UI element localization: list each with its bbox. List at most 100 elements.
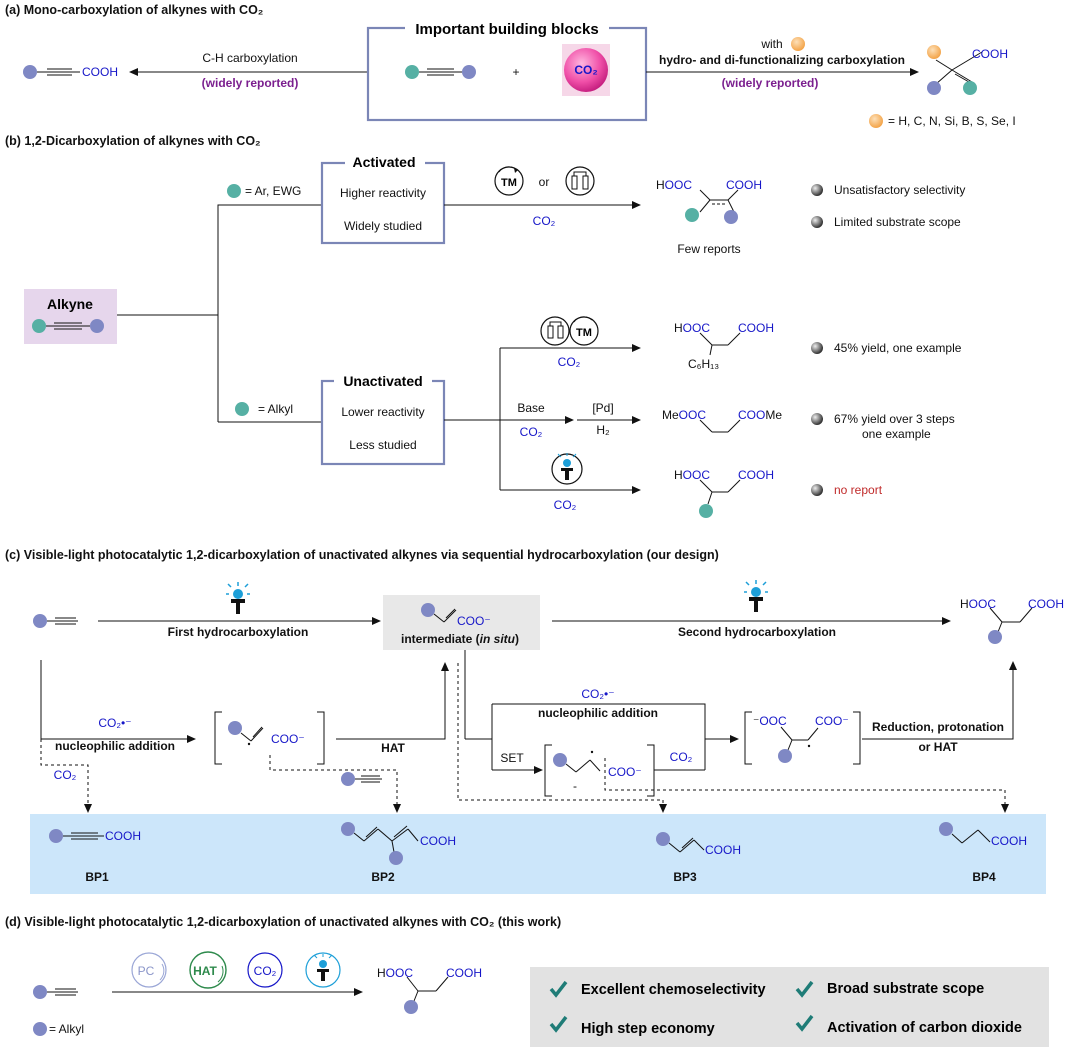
terminal-alkyne	[33, 614, 78, 628]
bp3-dashed-arrow	[457, 663, 667, 813]
co2-circle-label: CO₂	[254, 964, 277, 978]
bp1-structure: COOH	[49, 829, 141, 843]
hat-icon: HAT	[189, 951, 227, 989]
vinyl-radical-intermediate: COO⁻	[214, 711, 325, 765]
alkyne-structure	[32, 319, 104, 333]
bp1-dashed-arrow	[40, 739, 92, 813]
bp2-cooh: COOH	[420, 834, 456, 848]
pc-icon: PC	[131, 952, 167, 988]
second-light-icon	[744, 580, 768, 612]
unactivated-substituent-icon	[235, 402, 249, 416]
bp4-cooh: COOH	[991, 834, 1027, 848]
hexyl-label: C₆H₁₃	[688, 357, 719, 371]
section-a-title: (a) Mono-carboxylation of alkynes with C…	[5, 3, 263, 17]
first-hydrocarboxylation-label: First hydrocarboxylation	[168, 625, 309, 639]
pd-label: [Pd]	[592, 401, 613, 415]
hat-icon-label: HAT	[193, 964, 217, 978]
check-icon	[795, 980, 814, 998]
few-reports: Few reports	[677, 242, 740, 256]
nucleophilic-addition-label-1: nucleophilic addition	[55, 739, 175, 753]
dianion-ooc: ⁻OOC	[753, 714, 787, 728]
route-3-result: no report	[834, 483, 883, 497]
activated-title: Activated	[352, 154, 415, 170]
bullet-icon	[811, 216, 823, 228]
feature-4: Activation of carbon dioxide	[827, 1020, 1022, 1036]
activated-definition: = Ar, EWG	[245, 184, 301, 198]
bp4-structure: COOH	[939, 822, 1027, 848]
activated-box	[320, 161, 446, 245]
route-2-coome: COOMe	[738, 408, 782, 422]
section-b-title: (b) 1,2-Dicarboxylation of alkynes with …	[5, 134, 261, 148]
final-diacid: HOOC COOH	[960, 597, 1064, 644]
bullet-icon	[811, 184, 823, 196]
alkyl-succinic-acid: HOOC COOH	[674, 468, 774, 518]
bp2-alkyne-icon	[341, 772, 382, 786]
dimethyl-succinate: MeOOC COOMe	[662, 408, 782, 433]
feature-1: Excellent chemoselectivity	[581, 982, 766, 998]
feature-3: High step economy	[581, 1021, 715, 1037]
intermediate-box	[383, 595, 540, 650]
this-work-hooc: HOOC	[377, 966, 413, 980]
activated-bullet-1: Unsatisfactory selectivity	[834, 183, 965, 197]
functionalizing-label: hydro- and di-functionalizing carboxylat…	[659, 53, 905, 67]
route-3-cooh: COOH	[738, 468, 774, 482]
route-2-result-1: 67% yield over 3 steps	[834, 412, 955, 426]
activated-line-2: Widely studied	[344, 219, 422, 233]
route-3-co2: CO₂	[554, 498, 577, 512]
alkyl-legend-icon	[33, 1022, 47, 1036]
route-2-meooc: MeOOC	[662, 408, 706, 422]
alkyne-label: Alkyne	[47, 296, 93, 312]
route-2-result-2: one example	[862, 427, 931, 441]
hat-label: HAT	[381, 741, 405, 755]
route-1-result: 45% yield, one example	[834, 341, 962, 355]
bp1-cooh: COOH	[105, 829, 141, 843]
pc-label: PC	[138, 964, 155, 978]
activated-substituent-icon	[227, 184, 241, 198]
dianion-coo: COO⁻	[815, 714, 849, 728]
set-label: SET	[500, 751, 524, 765]
bullet-icon	[811, 484, 823, 496]
check-icon	[795, 1014, 814, 1032]
co2-sphere-icon	[564, 48, 608, 92]
section-d-title: (d) Visible-light photocatalytic 1,2-dic…	[5, 915, 561, 929]
bp2-structure: COOH	[341, 822, 456, 865]
building-blocks-title: Important building blocks	[415, 21, 598, 38]
byproducts-panel	[30, 814, 1046, 894]
acrylate-intermediate: COO⁻	[421, 603, 491, 628]
hexyl-succinic-acid: HOOC COOH C₆H₁₃	[674, 321, 774, 371]
tm-label: TM	[501, 177, 517, 189]
activated-bullet-2: Limited substrate scope	[834, 215, 961, 229]
bp1-label: BP1	[85, 870, 109, 884]
section-c-title: (c) Visible-light photocatalytic 1,2-dic…	[5, 548, 719, 562]
feature-2: Broad substrate scope	[827, 981, 984, 997]
with-label: with	[760, 37, 782, 51]
co2-radical-1: CO₂•⁻	[98, 716, 131, 730]
this-work-diacid: HOOC COOH	[377, 966, 482, 1014]
electrochemistry-icon	[565, 166, 595, 196]
ch-carboxylation-note: (widely reported)	[202, 76, 299, 90]
left-product-cooh: COOH	[82, 65, 118, 79]
activated-line-1: Higher reactivity	[340, 186, 426, 200]
route-2-co2: CO₂	[520, 425, 543, 439]
alkyl-legend: = Alkyl	[49, 1022, 84, 1036]
bp3-cooh: COOH	[705, 843, 741, 857]
plus-sign: +	[512, 65, 519, 79]
substituent-legend: = H, C, N, Si, B, S, Se, I	[888, 114, 1016, 128]
final-cooh: COOH	[1028, 597, 1064, 611]
activated-hooc: HOOC	[656, 178, 692, 192]
intermediate-coo: COO⁻	[457, 614, 491, 628]
reduction-label-1: Reduction, protonation	[872, 720, 1004, 734]
activated-cooh: COOH	[726, 178, 762, 192]
electro-tm-icon: TM	[540, 316, 599, 346]
check-icon	[549, 980, 568, 998]
bp3-label: BP3	[673, 870, 697, 884]
unactivated-title: Unactivated	[343, 373, 422, 389]
functionalized-product-cooh: COOH	[972, 47, 1008, 61]
bp2-label: BP2	[371, 870, 395, 884]
bp4-label: BP4	[972, 870, 996, 884]
functionalized-acrylic-acid: COOH	[927, 45, 1008, 95]
bp3-structure: COOH	[656, 832, 741, 857]
this-work-cooh: COOH	[446, 966, 482, 980]
unactivated-line-2: Less studied	[349, 438, 416, 452]
